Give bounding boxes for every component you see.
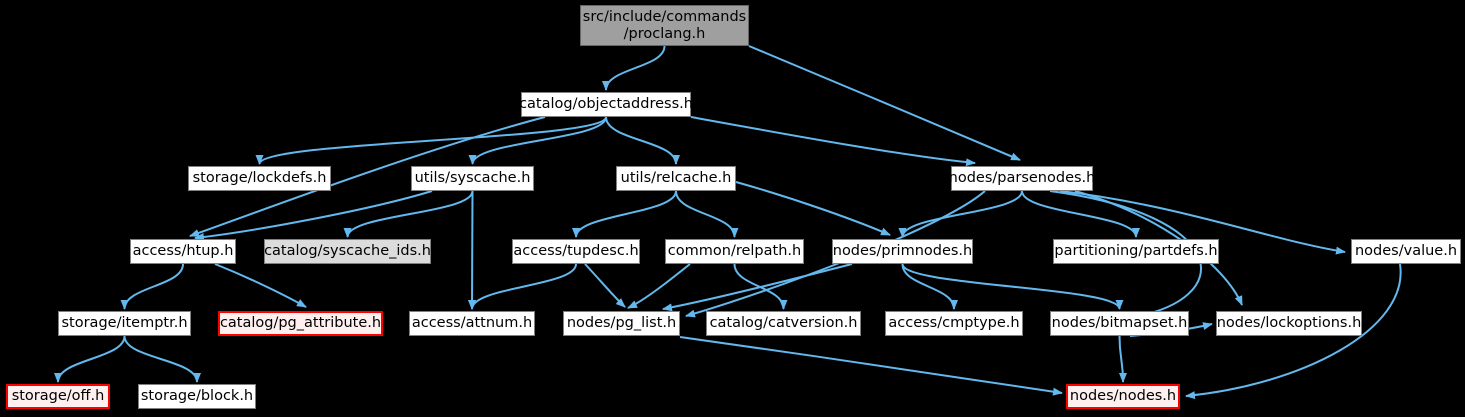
node-label: nodes/pg_list.h bbox=[567, 316, 676, 331]
node-label: catalog/pg_attribute.h bbox=[220, 316, 381, 331]
graph-node-objectaddress[interactable]: catalog/objectaddress.h bbox=[521, 92, 691, 117]
graph-edge-objectaddress-to-relcache bbox=[606, 117, 676, 164]
node-label: common/relpath.h bbox=[668, 244, 801, 259]
graph-edge-primnodes-to-bitmapset bbox=[903, 264, 1120, 309]
graph-edge-itemptr-to-off bbox=[58, 336, 125, 382]
node-label: access/cmptype.h bbox=[888, 316, 1019, 331]
graph-node-pglist[interactable]: nodes/pg_list.h bbox=[563, 311, 680, 336]
graph-node-off[interactable]: storage/off.h bbox=[6, 384, 110, 409]
graph-node-htup[interactable]: access/htup.h bbox=[130, 239, 236, 264]
graph-edge-parsenodes-to-partdefs bbox=[1022, 191, 1136, 237]
graph-edge-relpath-to-pglist bbox=[628, 264, 690, 308]
graph-edge-proclang-to-objectaddress bbox=[606, 46, 665, 90]
node-label: nodes/bitmapset.h bbox=[1052, 316, 1188, 331]
graph-edge-bitmapset-to-nodes bbox=[1120, 336, 1124, 382]
graph-node-parsenodes[interactable]: nodes/parsenodes.h bbox=[951, 166, 1093, 191]
graph-node-nodes[interactable]: nodes/nodes.h bbox=[1066, 384, 1180, 409]
graph-edge-tupdesc-to-pglist bbox=[585, 264, 625, 307]
node-label: access/tupdesc.h bbox=[513, 244, 638, 259]
node-label: nodes/nodes.h bbox=[1070, 389, 1176, 404]
graph-node-cmptype[interactable]: access/cmptype.h bbox=[885, 311, 1023, 336]
node-label: storage/itemptr.h bbox=[61, 316, 187, 331]
graph-edge-relcache-to-relpath bbox=[676, 191, 735, 237]
node-label: catalog/syscache_ids.h bbox=[264, 244, 431, 259]
graph-node-partdefs[interactable]: partitioning/partdefs.h bbox=[1053, 239, 1219, 264]
graph-edge-tupdesc-to-attnum bbox=[472, 264, 576, 309]
graph-node-lockdefs[interactable]: storage/lockdefs.h bbox=[188, 166, 331, 191]
node-label: catalog/objectaddress.h bbox=[519, 97, 693, 112]
graph-edge-relcache-to-primnodes bbox=[736, 182, 890, 235]
node-label: nodes/value.h bbox=[1355, 244, 1457, 259]
graph-node-tupdesc[interactable]: access/tupdesc.h bbox=[512, 239, 640, 264]
graph-edge-proclang-to-parsenodes bbox=[749, 46, 1020, 160]
graph-node-pgattribute[interactable]: catalog/pg_attribute.h bbox=[218, 311, 383, 336]
graph-node-block[interactable]: storage/block.h bbox=[138, 384, 256, 409]
graph-node-attnum[interactable]: access/attnum.h bbox=[409, 311, 535, 336]
graph-node-value[interactable]: nodes/value.h bbox=[1351, 239, 1461, 264]
graph-edge-itemptr-to-block bbox=[125, 336, 198, 382]
node-label: partitioning/partdefs.h bbox=[1054, 244, 1217, 259]
node-label: nodes/parsenodes.h bbox=[949, 171, 1096, 186]
node-label: nodes/lockoptions.h bbox=[1217, 316, 1362, 331]
node-label: catalog/catversion.h bbox=[710, 316, 858, 331]
graph-node-proclang[interactable]: src/include/commands/proclang.h bbox=[580, 5, 749, 46]
graph-node-lockoptions[interactable]: nodes/lockoptions.h bbox=[1216, 311, 1362, 336]
graph-node-catversion[interactable]: catalog/catversion.h bbox=[706, 311, 861, 336]
graph-edge-objectaddress-to-syscache bbox=[473, 117, 607, 164]
node-label: nodes/primnodes.h bbox=[833, 244, 973, 259]
graph-edge-objectaddress-to-lockdefs bbox=[260, 117, 607, 164]
graph-edge-relcache-to-tupdesc bbox=[576, 191, 676, 237]
graph-edge-pglist-to-nodes bbox=[680, 337, 1062, 393]
node-label: access/htup.h bbox=[133, 244, 234, 259]
graph-edge-htup-to-pgattribute bbox=[215, 264, 306, 307]
node-label: utils/syscache.h bbox=[415, 171, 531, 186]
graph-edge-htup-to-itemptr bbox=[125, 264, 184, 309]
graph-node-primnodes[interactable]: nodes/primnodes.h bbox=[832, 239, 973, 264]
node-label: access/attnum.h bbox=[412, 316, 532, 331]
graph-edge-syscache-to-attnum bbox=[472, 191, 473, 309]
graph-node-relpath[interactable]: common/relpath.h bbox=[665, 239, 804, 264]
node-label-line2: /proclang.h bbox=[624, 26, 706, 42]
node-label: utils/relcache.h bbox=[621, 171, 732, 186]
graph-node-bitmapset[interactable]: nodes/bitmapset.h bbox=[1050, 311, 1189, 336]
node-label-line1: src/include/commands bbox=[583, 9, 746, 25]
graph-node-syscache[interactable]: utils/syscache.h bbox=[411, 166, 534, 191]
node-label: storage/off.h bbox=[12, 389, 105, 404]
node-label: storage/block.h bbox=[141, 389, 253, 404]
graph-node-relcache[interactable]: utils/relcache.h bbox=[616, 166, 736, 191]
graph-edge-parsenodes-to-primnodes bbox=[903, 191, 1023, 237]
node-label: storage/lockdefs.h bbox=[193, 171, 327, 186]
graph-edge-syscache-to-htup bbox=[195, 191, 432, 238]
graph-node-syscacheids[interactable]: catalog/syscache_ids.h bbox=[264, 239, 431, 264]
graph-node-itemptr[interactable]: storage/itemptr.h bbox=[58, 311, 191, 336]
